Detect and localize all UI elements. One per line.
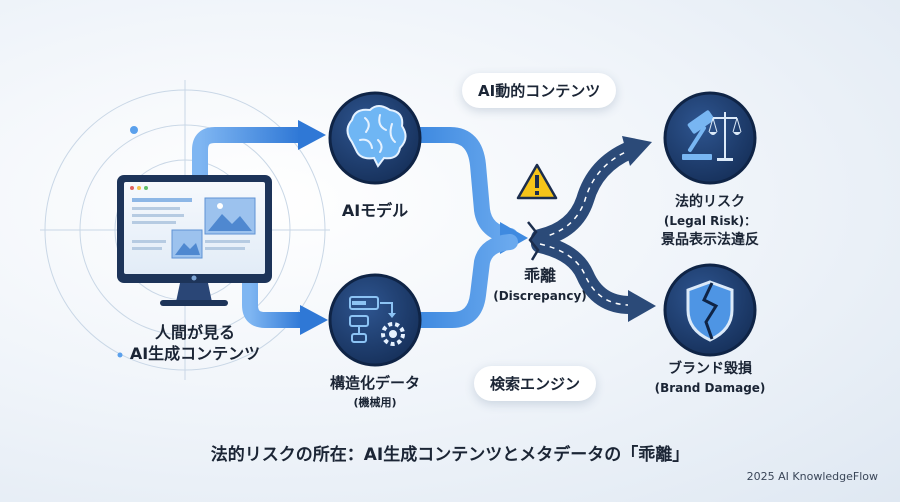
legal-risk-english: (Legal Risk)： [663, 214, 757, 228]
brain-icon [328, 91, 422, 185]
road-to-legal-risk [531, 136, 652, 247]
structured-data-sublabel: (機械用) [353, 396, 397, 409]
monitor-icon [117, 175, 272, 306]
human-content-line2: AI生成コンテンツ [129, 344, 261, 363]
flow-arrow-to-structured-data [242, 272, 328, 335]
search-engine-bubble: 検索エンジン [474, 366, 597, 401]
diagram-caption: 法的リスクの所在：AI生成コンテンツとメタデータの「乖離」 [210, 445, 690, 465]
brand-damage-label: ブランド毀損 (Brand Damage) [635, 360, 785, 398]
legal-risk-label: 法的リスク (Legal Risk)： 景品表示法違反 [640, 193, 780, 250]
brand-damage-english: (Brand Damage) [654, 381, 766, 395]
radar-dot [130, 126, 138, 134]
radar-dot [117, 352, 123, 358]
human-content-label: 人間が見る AI生成コンテンツ [110, 322, 280, 364]
road-to-brand-damage [531, 235, 656, 322]
gavel-scale-icon [663, 91, 757, 185]
ai-model-label: AIモデル [341, 201, 409, 220]
brand-damage-title: ブランド毀損 [668, 361, 752, 377]
structured-data-icon [328, 273, 422, 367]
discrepancy-title: 乖離 [523, 266, 556, 285]
warning-icon [516, 163, 558, 200]
structured-data-title: 構造化データ [329, 374, 420, 392]
broken-shield-icon [663, 263, 757, 357]
discrepancy-label: 乖離 (Discrepancy) [485, 266, 595, 306]
flow-arrow-to-ai-model [192, 120, 326, 188]
dynamic-content-bubble: AI動的コンテンツ [462, 73, 617, 108]
crack-mark [527, 221, 540, 261]
legal-risk-title: 法的リスク [675, 194, 745, 210]
flow-pipe-structured-to-discrepancy [412, 234, 518, 328]
brand-credit: 2025 AI KnowledgeFlow [746, 470, 878, 483]
structured-data-label: 構造化データ (機械用) [310, 374, 440, 412]
human-content-line1: 人間が見る [154, 323, 235, 342]
legal-risk-detail: 景品表示法違反 [661, 232, 759, 248]
discrepancy-sublabel: (Discrepancy) [493, 289, 587, 303]
